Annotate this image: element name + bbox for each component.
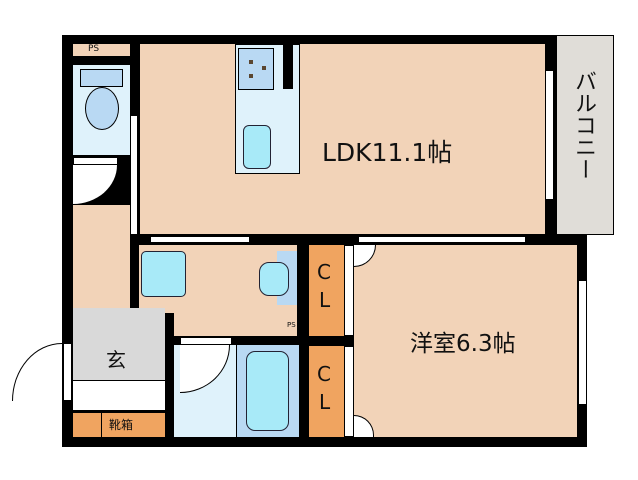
entrance-step (73, 308, 135, 316)
stove-icon (238, 48, 274, 90)
western-room-window (578, 280, 587, 405)
washing-machine-icon (259, 262, 289, 296)
burner-icon (249, 60, 253, 64)
closet-2 (309, 346, 344, 437)
toilet-tank-icon (80, 69, 123, 87)
burner-icon (249, 74, 253, 78)
ps-small-label: PS (287, 321, 296, 329)
ldk-room (140, 44, 545, 234)
hallway (73, 205, 130, 308)
shoe-box-divider (101, 412, 102, 437)
balcony (556, 35, 614, 235)
western-room-sliding-door[interactable] (358, 236, 526, 243)
washroom-sliding-door[interactable] (150, 236, 250, 243)
toilet-bowl-icon (85, 87, 119, 130)
ps-top-label: PS (88, 44, 100, 54)
shoe-box (73, 412, 165, 437)
western-label: 洋室6.3帖 (410, 331, 516, 357)
entry-door-swing (12, 343, 62, 401)
closet-1-label-c: C (317, 260, 331, 284)
western-room (354, 245, 577, 437)
entry-door-frame[interactable] (63, 343, 72, 401)
ps-top (73, 44, 130, 56)
ps-small (286, 321, 297, 333)
bath-door[interactable] (180, 337, 232, 345)
ldk-window (545, 70, 554, 200)
hall-sliding-door[interactable] (130, 115, 138, 235)
entrance-label: 玄 (106, 348, 126, 372)
closet-2-label-l: L (319, 390, 331, 414)
sink-icon (243, 125, 271, 169)
closet-1-label-l: L (319, 288, 331, 312)
burner-icon (262, 66, 266, 70)
entrance (73, 308, 165, 380)
balcony-label: バルコニー (571, 70, 596, 180)
closet-2-doors[interactable] (344, 346, 354, 437)
washroom-lower (174, 300, 297, 336)
closet-1 (309, 245, 344, 336)
ldk-label: LDK11.1帖 (322, 138, 453, 167)
washbasin-icon (141, 251, 186, 297)
toilet-door[interactable] (73, 157, 118, 165)
bathtub-icon (246, 351, 289, 431)
closet-1-doors[interactable] (344, 245, 354, 336)
kitchen-partition (283, 44, 293, 89)
closet-2-label-c: C (317, 362, 331, 386)
shoe-box-doors[interactable] (73, 380, 165, 410)
shoe-box-label: 靴箱 (109, 418, 134, 432)
